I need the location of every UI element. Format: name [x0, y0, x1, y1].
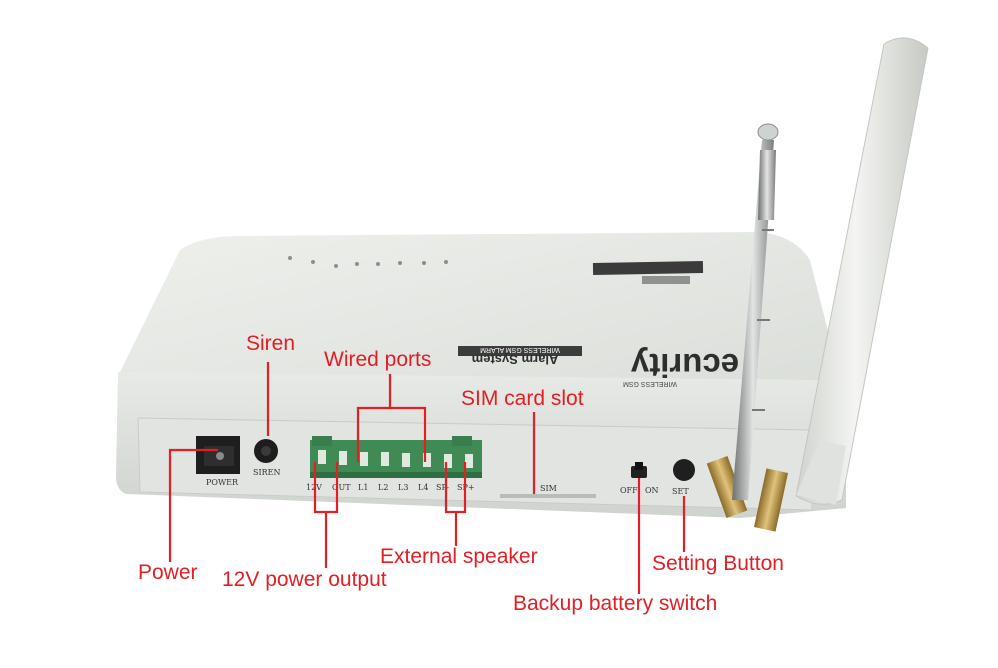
- svg-text:SET: SET: [672, 487, 689, 496]
- display-window: [592, 261, 704, 275]
- svg-text:OFF: OFF: [620, 486, 638, 495]
- rubber-antenna: [795, 37, 929, 505]
- callout-sim-slot: SIM card slot: [461, 387, 584, 410]
- svg-text:L3: L3: [398, 483, 408, 492]
- svg-text:Alarm System: Alarm System: [472, 352, 559, 367]
- svg-text:L2: L2: [378, 483, 388, 492]
- callout-backup-switch: Backup battery switch: [513, 592, 718, 615]
- svg-text:L4: L4: [418, 483, 428, 492]
- svg-text:WIRELESS GSM ALARM: WIRELESS GSM ALARM: [480, 346, 560, 353]
- callout-external-speaker: External speaker: [380, 545, 538, 568]
- callout-power-output: 12V power output: [222, 568, 387, 591]
- svg-text:L1: L1: [358, 483, 368, 492]
- svg-text:SIREN: SIREN: [253, 468, 281, 477]
- callout-setting-button: Setting Button: [652, 552, 784, 575]
- terminal-block: [310, 436, 482, 478]
- sim-slot: [500, 494, 596, 498]
- svg-text:SP-: SP-: [436, 483, 449, 492]
- callout-wired-ports: Wired ports: [324, 348, 432, 371]
- brand-print: WIRELESS GSM ALARM Alarm System ecurity …: [458, 346, 739, 387]
- svg-text:OUT: OUT: [332, 483, 351, 492]
- svg-text:WIRELESS GSM: WIRELESS GSM: [623, 380, 677, 387]
- setting-button: [673, 459, 695, 481]
- svg-text:SIM: SIM: [540, 484, 557, 493]
- svg-text:ecurity: ecurity: [630, 347, 739, 384]
- svg-text:POWER: POWER: [206, 478, 239, 487]
- backup-switch: [631, 462, 647, 478]
- telescopic-antenna: [732, 123, 779, 500]
- status-leds: [288, 256, 448, 268]
- callout-siren: Siren: [246, 332, 296, 355]
- svg-text:ON: ON: [645, 486, 659, 495]
- callout-power: Power: [138, 561, 198, 584]
